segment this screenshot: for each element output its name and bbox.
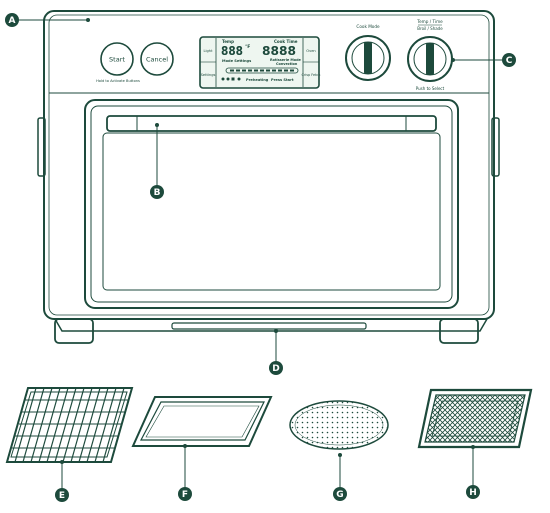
lcd-cook-time-label: Cook Time (274, 39, 298, 44)
wire-rack (5, 387, 134, 463)
temp-time-knob[interactable] (407, 36, 453, 82)
callout-e: E (55, 488, 69, 502)
callout-a-letter: A (9, 16, 16, 26)
baking-pan (131, 396, 273, 447)
callout-f: F (178, 487, 192, 501)
cook-mode-knob[interactable] (345, 35, 391, 81)
lcd-time-digits: 8888 (262, 44, 296, 58)
callout-g: G (333, 487, 347, 501)
lcd-key-settings[interactable]: Settings (201, 73, 216, 77)
callout-d: D (269, 361, 283, 375)
hold-hint-label: Hold to Activate Buttons (96, 79, 140, 83)
callout-a: A (5, 13, 19, 27)
callout-c: C (502, 53, 516, 67)
lcd-key-oven[interactable]: Oven (306, 49, 315, 53)
cook-mode-label: Cook Mode (356, 24, 380, 29)
callout-h-letter: H (469, 488, 477, 498)
callout-b: B (150, 185, 164, 199)
callout-b-letter: B (154, 188, 161, 198)
leader-dots (60, 18, 475, 464)
pizza-pan (289, 400, 389, 450)
callout-d-letter: D (272, 364, 279, 374)
callout-g-letter: G (336, 490, 343, 500)
callout-h: H (466, 485, 480, 499)
lcd-rotisserie-mode: Rotisserie Mode (270, 58, 302, 62)
lcd-status-icons (221, 77, 241, 81)
lcd-convection: Convection (276, 62, 298, 66)
broil-shade-label: Broil / Shade (417, 26, 443, 31)
leader-lines (15, 19, 504, 491)
lcd-key-light[interactable]: Light (204, 49, 214, 53)
lcd-mode-settings: Mode Settings (222, 59, 251, 63)
lcd-preheating: Preheating (246, 78, 269, 82)
start-button-label: Start (109, 56, 125, 64)
lcd-temp-digits: 888 (221, 44, 243, 58)
lcd-temp-label: Temp (222, 39, 234, 44)
callout-f-letter: F (182, 490, 188, 500)
lcd-key-crisp-fetch[interactable]: Crisp Fetch (302, 73, 321, 77)
callout-e-letter: E (59, 491, 65, 501)
temp-time-label: Temp / Time (416, 19, 443, 24)
callout-c-letter: C (506, 56, 513, 66)
air-fry-basket (417, 388, 533, 449)
oven-body (37, 10, 500, 344)
lcd-display: Light Settings Oven Crisp Fetch Temp Coo… (199, 36, 321, 89)
cancel-button[interactable]: Cancel (140, 42, 174, 76)
push-to-select-label: Push to Select (416, 86, 445, 91)
lcd-progress-segments (230, 69, 294, 72)
start-button[interactable]: Start (100, 42, 134, 76)
lcd-press-start: Press Start (271, 78, 294, 82)
cancel-button-label: Cancel (146, 56, 168, 64)
lcd-degree-unit: °F (245, 44, 250, 50)
